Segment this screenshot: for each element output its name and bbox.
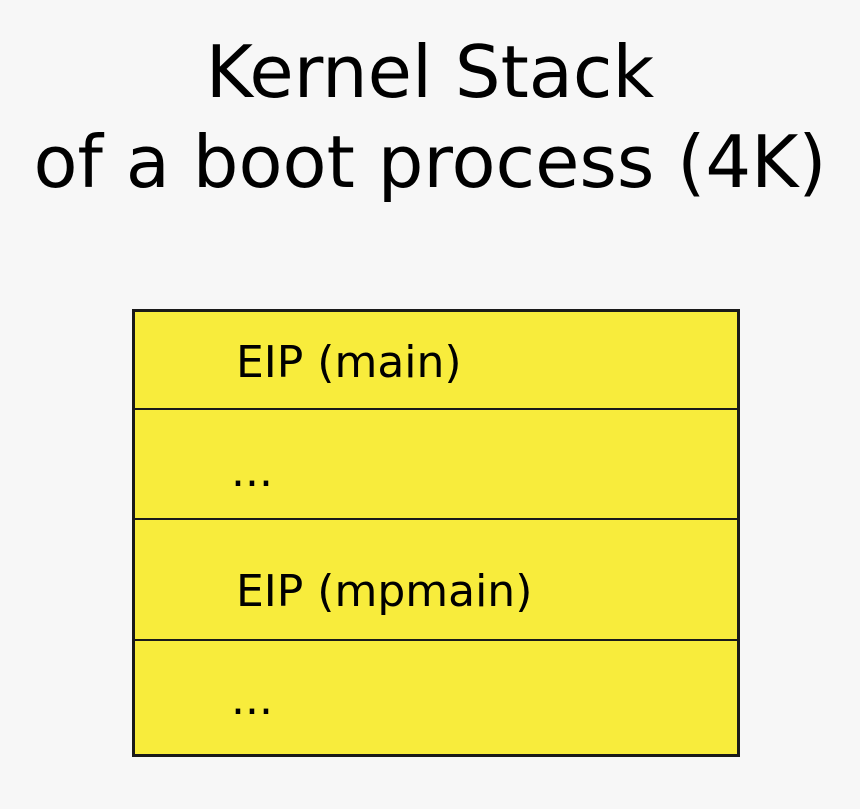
stack-slot-label: ...: [231, 674, 273, 725]
stack-slot-ellipsis-1: ...: [135, 410, 737, 520]
kernel-stack-box: EIP (main) ... EIP (mpmain) ...: [132, 309, 740, 757]
stack-slot-label: EIP (mpmain): [236, 566, 533, 617]
stack-slot-eip-mpmain: EIP (mpmain): [135, 520, 737, 639]
stack-slot-ellipsis-2: ...: [135, 641, 737, 754]
stack-divider: [135, 518, 737, 520]
stack-divider: [135, 639, 737, 641]
stack-slot-label: ...: [231, 446, 273, 497]
stack-slot-eip-main: EIP (main): [135, 312, 737, 409]
stack-divider: [135, 408, 737, 410]
diagram-title-line-2: of a boot process (4K): [33, 120, 827, 204]
stack-slot-label: EIP (main): [236, 337, 462, 388]
diagram-title-line-1: Kernel Stack: [205, 30, 655, 114]
